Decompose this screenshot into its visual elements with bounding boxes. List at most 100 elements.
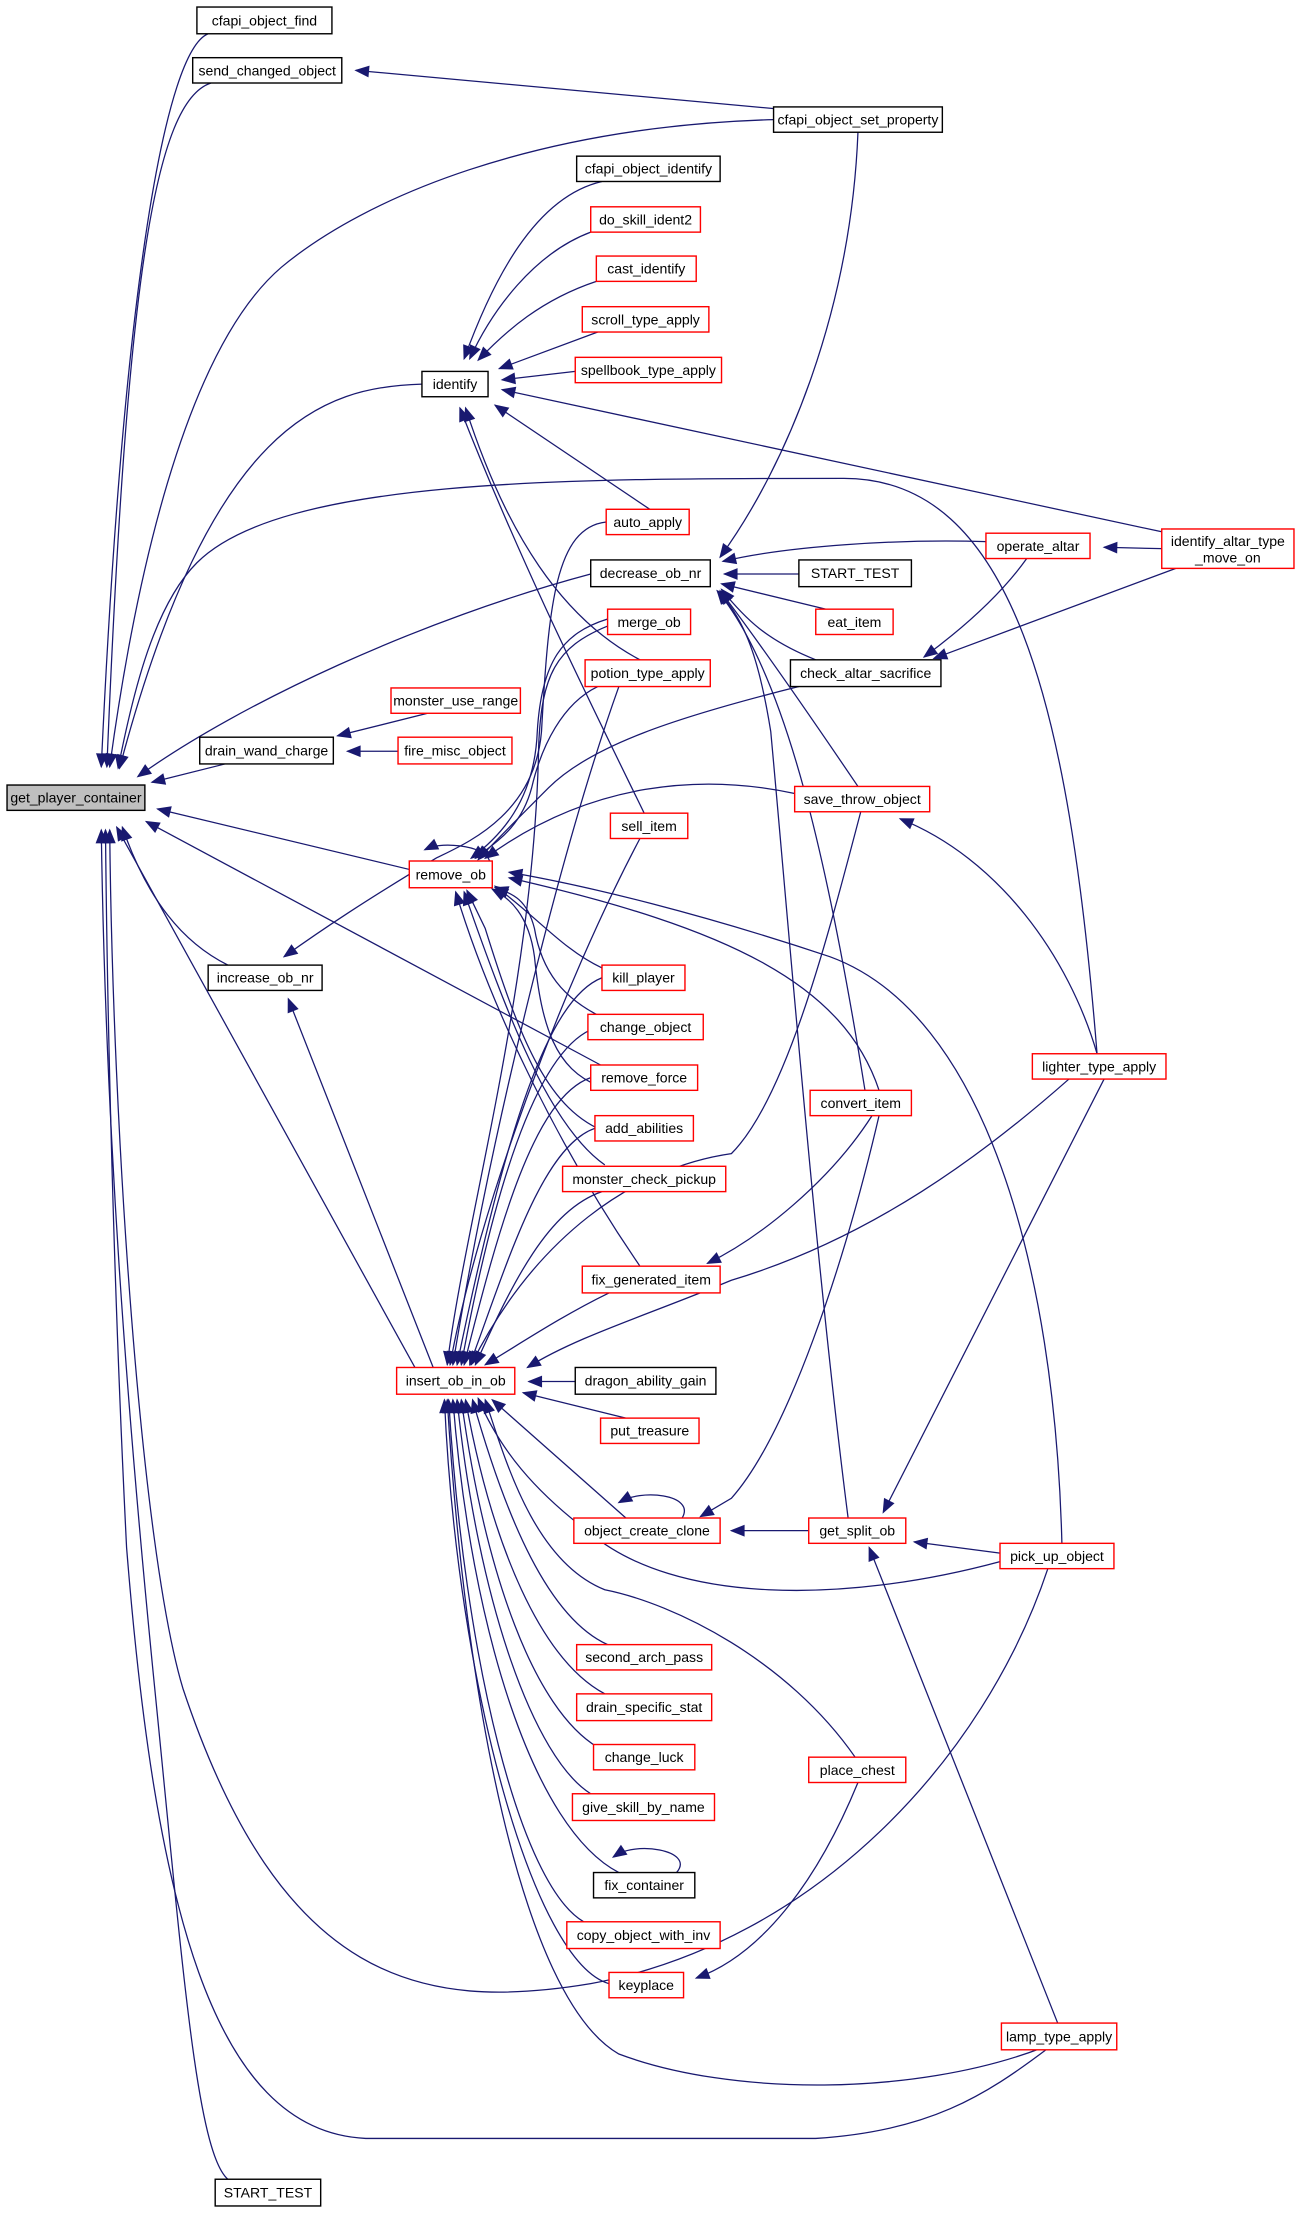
node-pick-up-object[interactable]: pick_up_object bbox=[999, 1542, 1115, 1570]
node-box[interactable] bbox=[1161, 528, 1295, 570]
node-box[interactable] bbox=[599, 1417, 700, 1445]
node-box[interactable] bbox=[772, 106, 944, 133]
node-eat-item[interactable]: eat_item bbox=[815, 608, 894, 636]
node-box[interactable] bbox=[594, 1114, 695, 1142]
node-object-create-clone[interactable]: object_create_clone bbox=[573, 1517, 721, 1545]
node-box[interactable] bbox=[199, 736, 335, 765]
node-box[interactable] bbox=[397, 736, 513, 765]
node-box[interactable] bbox=[608, 1971, 685, 1999]
node-box[interactable] bbox=[985, 532, 1091, 560]
node-copy-object-with-inv[interactable]: copy_object_with_inv bbox=[566, 1921, 721, 1950]
node-increase-ob-nr[interactable]: increase_ob_nr bbox=[207, 964, 323, 992]
node-box[interactable] bbox=[1031, 1053, 1167, 1080]
node-dragon-ability-gain[interactable]: dragon_ability_gain bbox=[574, 1366, 717, 1395]
node-identify-altar-type-move-on[interactable]: identify_altar_type_move_on bbox=[1161, 528, 1295, 570]
node-place-chest[interactable]: place_chest bbox=[808, 1756, 907, 1784]
node-box[interactable] bbox=[601, 964, 686, 992]
node-operate-altar[interactable]: operate_altar bbox=[985, 532, 1091, 560]
node-give-skill-by-name[interactable]: give_skill_by_name bbox=[571, 1793, 716, 1822]
node-get-player-container[interactable]: get_player_container bbox=[6, 784, 146, 812]
node-box[interactable] bbox=[590, 559, 711, 588]
node-send-changed-object[interactable]: send_changed_object bbox=[191, 56, 343, 84]
node-box[interactable] bbox=[590, 206, 702, 233]
node-get-split-ob[interactable]: get_split_ob bbox=[808, 1517, 907, 1545]
node-box[interactable] bbox=[574, 1366, 717, 1395]
node-box[interactable] bbox=[789, 659, 942, 688]
node-auto-apply[interactable]: auto_apply bbox=[605, 508, 690, 536]
node-cfapi-object-identify[interactable]: cfapi_object_identify bbox=[575, 155, 721, 183]
node-lamp-type-apply[interactable]: lamp_type_apply bbox=[1000, 2022, 1118, 2051]
node-box[interactable] bbox=[815, 608, 894, 636]
node-box[interactable] bbox=[581, 305, 710, 333]
node-convert-item[interactable]: convert_item bbox=[809, 1089, 913, 1117]
node-box[interactable] bbox=[196, 6, 333, 35]
node-box[interactable] bbox=[207, 964, 323, 992]
node-box[interactable] bbox=[587, 1013, 704, 1041]
node-monster-check-pickup[interactable]: monster_check_pickup bbox=[561, 1165, 727, 1193]
node-box[interactable] bbox=[609, 812, 689, 840]
node-box[interactable] bbox=[575, 1643, 713, 1671]
node-box[interactable] bbox=[595, 255, 697, 283]
node-save-throw-object[interactable]: save_throw_object bbox=[793, 785, 931, 813]
node-scroll-type-apply[interactable]: scroll_type_apply bbox=[581, 305, 710, 333]
node-potion-type-apply[interactable]: potion_type_apply bbox=[584, 659, 711, 688]
node-kill-player[interactable]: kill_player bbox=[601, 964, 686, 992]
node-box[interactable] bbox=[408, 860, 493, 889]
node-insert-ob-in-ob[interactable]: insert_ob_in_ob bbox=[395, 1366, 516, 1395]
node-box[interactable] bbox=[573, 1517, 721, 1545]
node-check-altar-sacrifice[interactable]: check_altar_sacrifice bbox=[789, 659, 942, 688]
node-box[interactable] bbox=[605, 508, 690, 536]
node-box[interactable] bbox=[561, 1165, 727, 1193]
node-START-TEST-2[interactable]: START_TEST bbox=[214, 2178, 322, 2207]
node-drain-wand-charge[interactable]: drain_wand_charge bbox=[199, 736, 335, 765]
node-box[interactable] bbox=[581, 1265, 721, 1294]
node-box[interactable] bbox=[592, 1871, 696, 1899]
node-second-arch-pass[interactable]: second_arch_pass bbox=[575, 1643, 713, 1671]
node-box[interactable] bbox=[191, 56, 343, 84]
node-box[interactable] bbox=[798, 559, 913, 588]
node-keyplace[interactable]: keyplace bbox=[608, 1971, 685, 1999]
node-lighter-type-apply[interactable]: lighter_type_apply bbox=[1031, 1053, 1167, 1080]
node-box[interactable] bbox=[214, 2178, 322, 2207]
node-remove-force[interactable]: remove_force bbox=[590, 1064, 699, 1092]
node-box[interactable] bbox=[590, 1064, 699, 1092]
node-box[interactable] bbox=[575, 155, 721, 183]
node-box[interactable] bbox=[571, 1793, 716, 1822]
node-fix-generated-item[interactable]: fix_generated_item bbox=[581, 1265, 721, 1294]
node-cfapi-object-set-property[interactable]: cfapi_object_set_property bbox=[772, 106, 944, 133]
node-change-object[interactable]: change_object bbox=[587, 1013, 704, 1041]
node-fire-misc-object[interactable]: fire_misc_object bbox=[397, 736, 513, 765]
node-START-TEST-1[interactable]: START_TEST bbox=[798, 559, 913, 588]
node-decrease-ob-nr[interactable]: decrease_ob_nr bbox=[590, 559, 711, 588]
node-box[interactable] bbox=[793, 785, 931, 813]
node-cast-identify[interactable]: cast_identify bbox=[595, 255, 697, 283]
node-box[interactable] bbox=[592, 1743, 696, 1771]
node-add-abilities[interactable]: add_abilities bbox=[594, 1114, 695, 1142]
node-box[interactable] bbox=[421, 370, 489, 398]
node-box[interactable] bbox=[809, 1089, 913, 1117]
node-box[interactable] bbox=[584, 659, 711, 688]
node-box[interactable] bbox=[390, 687, 522, 714]
node-box[interactable] bbox=[1000, 2022, 1118, 2051]
node-box[interactable] bbox=[808, 1517, 907, 1545]
node-box[interactable] bbox=[999, 1542, 1115, 1570]
node-put-treasure[interactable]: put_treasure bbox=[599, 1417, 700, 1445]
node-identify[interactable]: identify bbox=[421, 370, 489, 398]
node-spellbook-type-apply[interactable]: spellbook_type_apply bbox=[574, 356, 723, 384]
node-box[interactable] bbox=[574, 356, 723, 384]
node-box[interactable] bbox=[606, 608, 692, 636]
node-box[interactable] bbox=[575, 1693, 713, 1722]
node-fix-container[interactable]: fix_container bbox=[592, 1871, 696, 1899]
node-drain-specific-stat[interactable]: drain_specific_stat bbox=[575, 1693, 713, 1722]
node-do-skill-ident2[interactable]: do_skill_ident2 bbox=[590, 206, 702, 233]
node-box[interactable] bbox=[395, 1366, 516, 1395]
node-box[interactable] bbox=[6, 784, 146, 812]
node-change-luck[interactable]: change_luck bbox=[592, 1743, 696, 1771]
node-merge-ob[interactable]: merge_ob bbox=[606, 608, 692, 636]
node-box[interactable] bbox=[808, 1756, 907, 1784]
node-monster-use-range[interactable]: monster_use_range bbox=[390, 687, 522, 714]
node-box[interactable] bbox=[566, 1921, 721, 1950]
node-cfapi-object-find[interactable]: cfapi_object_find bbox=[196, 6, 333, 35]
node-sell-item[interactable]: sell_item bbox=[609, 812, 689, 840]
node-remove-ob[interactable]: remove_ob bbox=[408, 860, 493, 889]
